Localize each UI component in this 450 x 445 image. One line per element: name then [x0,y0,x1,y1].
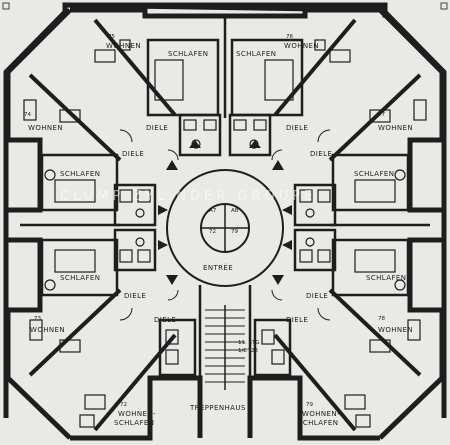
unit-number: 72 [120,402,127,408]
room-label-schlafen: SCHLAFEN [354,170,394,178]
door-markers [158,140,292,285]
unit-number: 79 [306,402,313,408]
room-label-schlafen: SCHLAFEN [60,274,100,282]
room-label-wohnen-schlafen: WOHNEN- [118,410,156,418]
room-label-diele: DIELE [286,124,308,132]
stair-note: 1/8²/28 [238,347,258,354]
core-number: A7 [209,208,217,214]
room-label-schlafen: SCHLAFEN [366,274,406,282]
room-label-diele: DIELE [122,150,144,158]
core-number: AB [231,208,239,214]
room-label-wohnen: WOHNEN [378,124,413,132]
staircase [205,305,245,390]
room-labels: SCHLAFEN SCHLAFEN WOHNEN WOHNEN 75 76 74… [24,34,413,427]
room-partitions [20,18,430,400]
room-label-wohnen: WOHNEN [28,124,63,132]
unit-number: 77 [378,112,385,118]
unit-number: 75 [108,34,115,40]
room-label-wohnen: WOHNEN [30,326,65,334]
interior-walls [28,18,422,432]
room-label-wohnen: WOHNEN [284,42,319,50]
room-label-entree: ENTRÉE [203,263,233,272]
room-label-diele: DIELE [124,292,146,300]
room-label-diele: DIELE [154,316,176,324]
furniture [23,39,427,428]
room-label-diele: DIELE [146,124,168,132]
room-label-wohnen-schlafen: SCHLAFEN [298,419,338,427]
unit-number: 76 [286,34,293,40]
room-label-diele: DIELE [310,150,332,158]
sanitary-fixtures [119,119,331,365]
watermark-text: CLUMP ZYLINDER GROUPE [60,189,316,204]
room-label-wohnen-schlafen: SCHLAFEN [114,419,154,427]
unit-number: 78 [378,316,385,322]
core-number: 79 [231,229,238,235]
room-label-diele: DIELE [306,292,328,300]
room-label-diele: DIELE [286,316,308,324]
unit-number: 73 [34,316,41,322]
central-hall [166,169,284,287]
room-label-schlafen: SCHLAFEN [236,50,276,58]
room-label-wohnen: WOHNEN [378,326,413,334]
stair-note: 11. STG [238,340,260,346]
room-label-schlafen: SCHLAFEN [168,50,208,58]
core-number: 72 [209,229,216,235]
room-label-treppenhaus: TREPPENHAUS [189,404,246,412]
room-label-schlafen: SCHLAFEN [60,170,100,178]
unit-number: 74 [24,112,31,118]
room-label-wohnen-schlafen: WOHNEN- [302,410,340,418]
door-swings [119,129,331,321]
room-label-wohnen: WOHNEN [106,42,141,50]
